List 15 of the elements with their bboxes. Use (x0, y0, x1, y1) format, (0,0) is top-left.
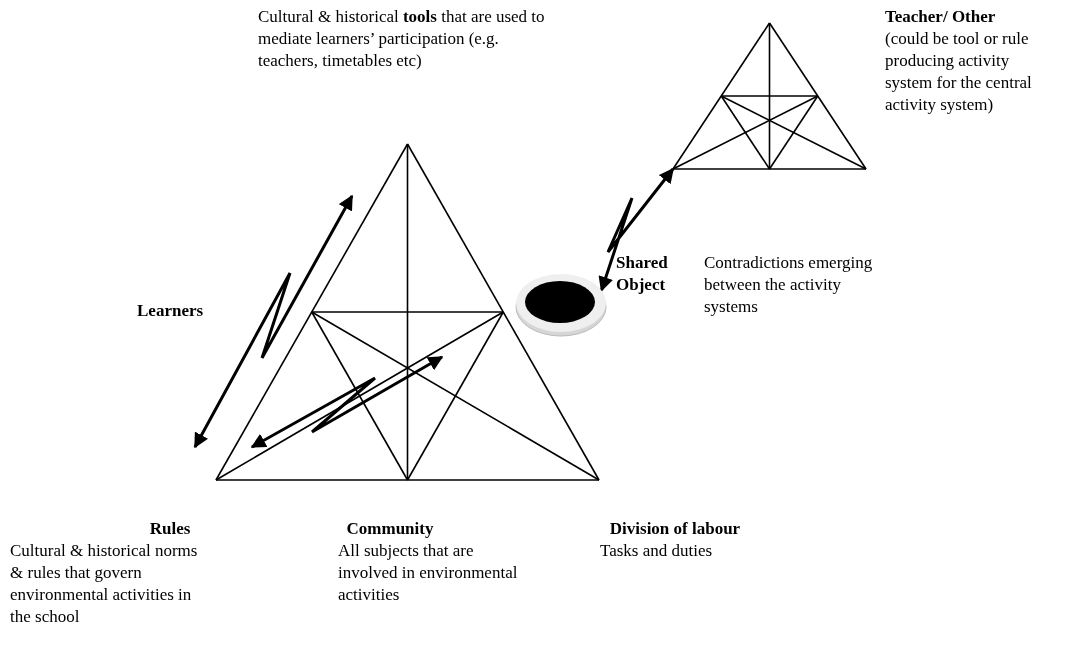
description-text: Tasks and duties (600, 540, 714, 562)
description-text: Cultural & historical norms & rules that govern environmental activities in the school (10, 540, 199, 628)
object-disc (515, 271, 607, 337)
activity-triangle (216, 144, 599, 480)
activity-triangle (673, 23, 866, 169)
annotation-text: Shared Object (616, 252, 669, 296)
description-text: All subjects that are involved in environmental activities (338, 540, 519, 606)
annotation-text: Contradictions emerging between the activity systems (704, 252, 874, 318)
heading-label: Learners (137, 300, 205, 322)
description-text: Cultural & historical tools that are used to mediate learners’ participation (e.g. teachers, timetables etc) (258, 6, 546, 72)
annotation-text: Teacher/ Other (could be tool or rule producing activity system for the central activity system) (885, 6, 1033, 116)
zigzag-arrow (598, 167, 675, 292)
heading-label: Rules (148, 518, 192, 540)
heading-label: Division of labour (608, 518, 742, 540)
heading-label: Community (345, 518, 435, 540)
